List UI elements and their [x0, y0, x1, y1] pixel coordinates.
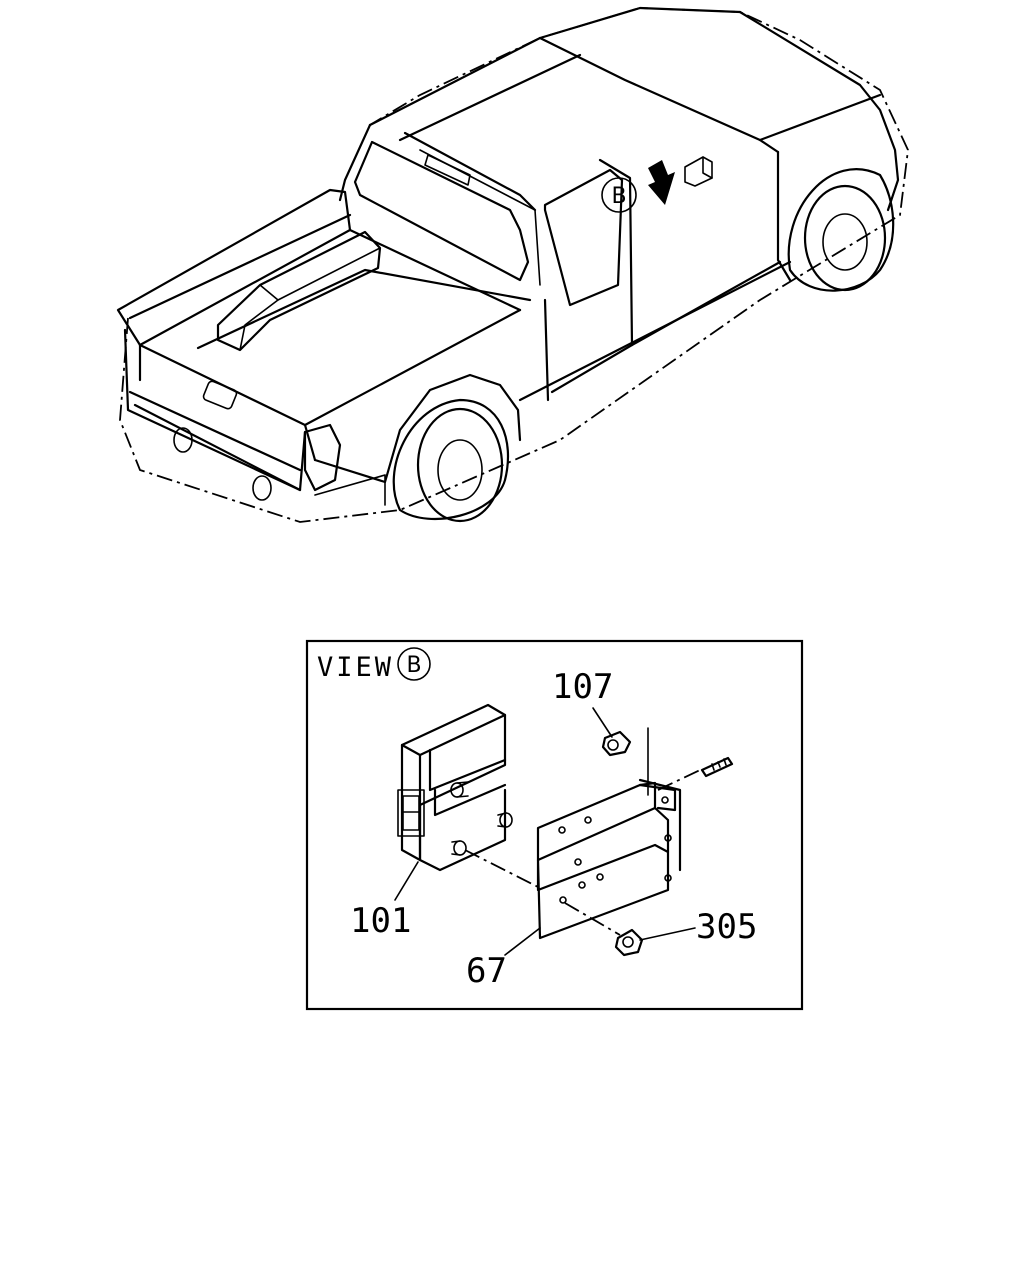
direction-arrow-icon: [648, 160, 675, 205]
view-b-frame: [305, 639, 804, 1011]
bracket-67: [536, 778, 682, 940]
view-b-circle-letter: B: [406, 653, 421, 678]
part-label-107: 107: [552, 667, 613, 707]
view-title: VIEW: [317, 652, 394, 683]
view-b-callout-letter: B: [611, 184, 626, 209]
view-b-callout: [601, 177, 637, 213]
part-label-67: 67: [466, 951, 507, 991]
nut-107: [601, 730, 632, 757]
module-location-icon: [684, 156, 713, 187]
part-label-305: 305: [696, 907, 757, 947]
pickup-truck-illustration: B: [116, 6, 909, 523]
control-module-101: [397, 703, 513, 872]
part-label-101: 101: [350, 901, 411, 941]
view-b-circle: [397, 647, 431, 681]
nut-305: [614, 928, 644, 957]
bolt: [700, 756, 734, 778]
